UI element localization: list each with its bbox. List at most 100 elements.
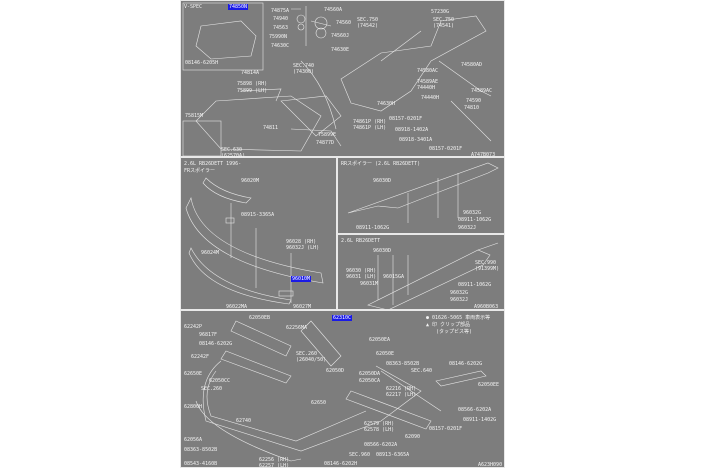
part-label[interactable]: 62216 (RH) (386, 386, 417, 392)
part-label[interactable]: 74580AD (461, 62, 483, 68)
part-label[interactable]: 62050DA (359, 371, 381, 377)
part-label[interactable]: 74589AE (417, 79, 439, 85)
part-label[interactable]: 96030 (RH) (346, 268, 377, 274)
part-label[interactable]: 08157-0201F (429, 146, 463, 152)
part-label[interactable]: 62217 (LH) (386, 392, 417, 398)
part-label[interactable]: 75815M (185, 113, 204, 119)
part-label[interactable]: 74861P (LH) (353, 125, 387, 131)
part-label[interactable]: 08918-3401A (399, 137, 433, 143)
part-label[interactable]: SEC.740 (74300) (293, 63, 315, 75)
part-label[interactable]: 62242P (184, 324, 203, 330)
part-label[interactable]: 96817F (199, 332, 218, 338)
part-label[interactable]: 96030D (373, 248, 392, 254)
part-label[interactable]: SEC.640 (411, 368, 433, 374)
part-label[interactable]: 62050EA (369, 337, 391, 343)
part-label[interactable]: 62257 (LH) (259, 463, 290, 469)
part-label[interactable]: 62650E (184, 371, 203, 377)
part-label[interactable]: 62050CA (359, 378, 381, 384)
part-label[interactable]: 74811 (263, 125, 279, 131)
part-label[interactable]: 08157-0201F (389, 116, 423, 122)
part-label[interactable]: 08543-4160B (184, 461, 218, 467)
part-label[interactable]: 96032G (463, 210, 482, 216)
part-label[interactable]: 62050CC (209, 378, 231, 384)
part-label[interactable]: 62056A (184, 437, 203, 443)
part-label[interactable]: 08911-1402G (463, 417, 497, 423)
part-label[interactable]: 08915-3365A (241, 212, 275, 218)
part-label[interactable]: 62650 (311, 400, 327, 406)
part-label[interactable]: 96015GA (383, 274, 405, 280)
part-label[interactable]: 62800H (184, 404, 203, 410)
highlighted-part-number[interactable]: 74850N (228, 4, 249, 10)
part-label[interactable]: 57230G (431, 9, 450, 15)
part-label[interactable]: 74940 (273, 16, 289, 22)
part-label[interactable]: 08918-1402A (395, 127, 429, 133)
part-label[interactable]: 96028 (RH) (286, 239, 317, 245)
part-label[interactable]: 62256 (RH) (259, 457, 290, 463)
part-label[interactable]: SEC.260 (26040/50) (296, 351, 327, 363)
part-label[interactable]: 08363-8502B (184, 447, 218, 453)
part-label[interactable]: 08157-0201F (429, 426, 463, 432)
part-label[interactable]: 08146-6202H (324, 461, 358, 467)
part-label[interactable]: 96024M (201, 250, 220, 256)
part-label[interactable]: 74814A (241, 70, 260, 76)
part-label[interactable]: 75899E (318, 132, 337, 138)
part-label[interactable]: SEC.630 (62570A) (221, 147, 246, 159)
part-label[interactable]: 08146-6205H (185, 60, 219, 66)
part-label[interactable]: 74580AC (417, 68, 439, 74)
part-label[interactable]: 08566-6202A (458, 407, 492, 413)
highlighted-part-number[interactable]: 62310C (332, 315, 353, 321)
part-label[interactable]: 96031M (360, 281, 379, 287)
part-label[interactable]: SEC.260 (201, 386, 223, 392)
part-label[interactable]: 74875A (271, 8, 290, 14)
part-label[interactable]: 96032J (458, 225, 477, 231)
part-label[interactable]: 74563 (273, 25, 289, 31)
part-label[interactable]: 74861P (RH) (353, 119, 387, 125)
part-label[interactable]: 96027M (293, 304, 312, 310)
part-label[interactable]: 62090 (405, 434, 421, 440)
part-label[interactable]: 74630H (377, 101, 396, 107)
part-label[interactable]: 08911-1062G (458, 282, 492, 288)
part-label[interactable]: 74590 (466, 98, 482, 104)
part-label[interactable]: 96032G (450, 290, 469, 296)
part-label[interactable]: 08146-6202G (199, 341, 233, 347)
part-label[interactable]: 08566-6202A (364, 442, 398, 448)
part-label[interactable]: 62050EB (249, 315, 271, 321)
part-label[interactable]: 74877D (316, 140, 335, 146)
part-label[interactable]: 74630C (271, 43, 290, 49)
part-label[interactable]: 08913-6365A (376, 452, 410, 458)
part-label[interactable]: 75990N (269, 34, 288, 40)
part-label[interactable]: 62050EE (478, 382, 500, 388)
part-label[interactable]: 74810 (464, 105, 480, 111)
part-label[interactable]: 74440H (421, 95, 440, 101)
part-label[interactable]: 74560A (324, 7, 343, 13)
part-label[interactable]: 96032J (LH) (286, 245, 320, 251)
part-label[interactable]: 62256MA (286, 325, 308, 331)
part-label[interactable]: 62050D (326, 368, 345, 374)
part-label[interactable]: 62579 (RH) (364, 421, 395, 427)
part-label[interactable]: 75899 (LH) (237, 88, 268, 94)
part-label[interactable]: 08363-8502B (386, 361, 420, 367)
part-label[interactable]: 96020M (241, 178, 260, 184)
part-label[interactable]: SEC.750 (74541) (433, 17, 455, 29)
part-label[interactable]: 08911-1062G (356, 225, 390, 231)
part-label[interactable]: 75898 (RH) (237, 81, 268, 87)
part-label[interactable]: 74630E (331, 47, 350, 53)
part-label[interactable]: 62578 (LH) (364, 427, 395, 433)
part-label[interactable]: 74440H (417, 85, 436, 91)
part-label[interactable]: 08146-6202G (449, 361, 483, 367)
part-label[interactable]: SEC.750 (74542) (357, 17, 379, 29)
part-label[interactable]: SEC.960 (349, 452, 371, 458)
part-label[interactable]: 62242F (191, 354, 210, 360)
part-label[interactable]: 62740 (236, 418, 252, 424)
part-label[interactable]: SEC.990 (91399M) (475, 260, 500, 272)
highlighted-part-number[interactable]: 96010M (291, 276, 312, 282)
part-label[interactable]: 96032J (450, 297, 469, 303)
part-label[interactable]: 96031 (LH) (346, 274, 377, 280)
part-label[interactable]: 74560J (331, 33, 350, 39)
part-label[interactable]: 08911-1062G (458, 217, 492, 223)
part-label[interactable]: 74589AC (471, 88, 493, 94)
part-label[interactable]: 74560 (336, 20, 352, 26)
part-label[interactable]: 96030D (373, 178, 392, 184)
part-label[interactable]: 62050E (376, 351, 395, 357)
part-label[interactable]: 96022MA (226, 304, 248, 310)
